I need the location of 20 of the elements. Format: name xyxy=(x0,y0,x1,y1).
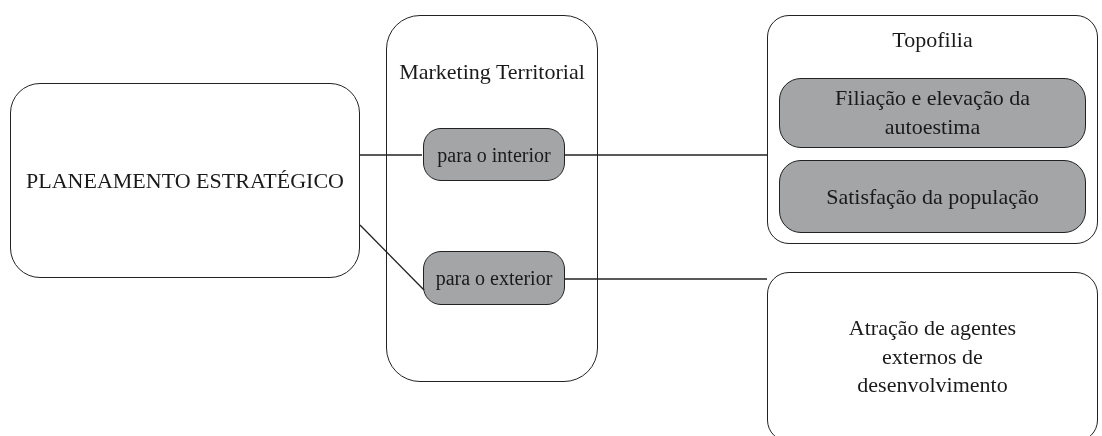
group-heading: Topofilia xyxy=(891,26,974,54)
process-box xyxy=(423,128,565,181)
connector-line xyxy=(563,278,768,280)
node-label: Filiação e elevação da autoestima xyxy=(834,84,1031,141)
process-box xyxy=(767,272,1098,436)
group-box xyxy=(386,15,598,382)
node-label: para o exterior xyxy=(434,266,554,291)
node-label: Satisfação da população xyxy=(825,182,1040,211)
connector-line xyxy=(359,154,423,156)
node-label: Atração de agentes externos de desenvolvimento xyxy=(847,314,1018,400)
process-box xyxy=(10,83,360,278)
connector-line xyxy=(563,154,768,156)
group-box xyxy=(767,15,1098,244)
node-label: PLANEAMENTO ESTRATÉGICO xyxy=(25,166,345,195)
connector-line xyxy=(359,224,425,291)
process-box xyxy=(779,160,1086,233)
group-heading: Marketing Territorial xyxy=(398,58,586,86)
process-box xyxy=(779,78,1086,148)
node-label: para o interior xyxy=(436,142,552,168)
process-box xyxy=(423,251,565,305)
